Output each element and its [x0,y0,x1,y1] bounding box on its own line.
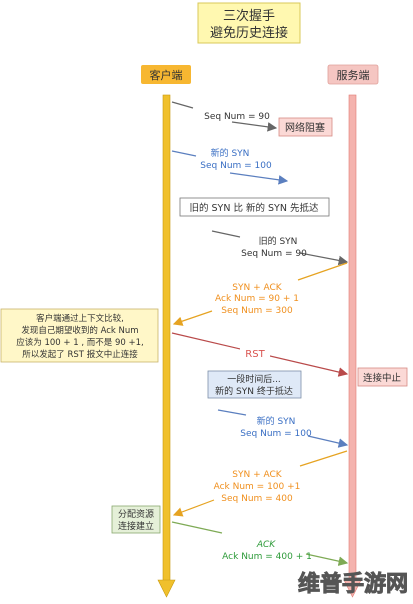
message-label: 新的 SYN [211,147,250,159]
message-label: Ack Num = 90 + 1 [215,294,299,304]
message-label: ACK [256,540,276,550]
message-label: Seq Num = 100 [240,429,312,439]
client-label-text: 客户端 [150,68,183,82]
message-label: Seq Num = 300 [221,306,293,316]
message-seq-90-blocked: Seq Num = 90 [171,101,278,132]
allocate-line-1: 分配资源 [118,509,154,520]
abort-connection-note: 连接中止 [357,367,408,387]
message-label: RST [245,349,265,360]
message-syn-ack-91: SYN + ACK Ack Num = 90 + 1 Seq Num = 300 [172,262,348,326]
message-label: SYN + ACK [232,470,282,480]
later-line-2: 新的 SYN 终于抵达 [215,385,293,397]
message-rst: RST [171,332,349,377]
client-label: 客户端 [141,65,191,84]
server-label-text: 服务端 [337,69,370,82]
title-box: 三次握手 避免历史连接 [197,2,301,44]
message-label: Ack Num = 400 + 1 [222,552,312,562]
message-label: Seq Num = 400 [221,494,293,504]
network-blocked-note: 网络阻塞 [278,117,333,137]
later-line-1: 一段时间后... [227,373,281,385]
server-lifeline [343,94,362,598]
message-old-syn-90: 旧的 SYN Seq Num = 90 [211,230,349,266]
abort-connection-text: 连接中止 [363,372,402,384]
message-new-syn-100-arrives: 新的 SYN Seq Num = 100 [217,409,349,448]
message-label: 旧的 SYN [259,235,298,247]
allocate-line-2: 连接建立 [118,520,154,532]
message-label: SYN + ACK [232,283,282,293]
message-label: Ack Num = 100 +1 [214,482,301,492]
client-context-line-1: 客户端通过上下文比较, [36,313,124,324]
title-line-1: 三次握手 [223,8,275,24]
message-ack-401: ACK Ack Num = 400 + 1 [171,521,349,566]
message-syn-ack-101: SYN + ACK Ack Num = 100 +1 Seq Num = 400 [172,450,348,517]
server-label: 服务端 [327,64,379,85]
message-new-syn-100: 新的 SYN Seq Num = 100 [171,147,289,185]
old-syn-first-text: 旧的 SYN 比 新的 SYN 先抵达 [190,202,319,214]
client-context-line-2: 发现自己期望收到的 Ack Num [21,325,138,336]
message-label: 新的 SYN [257,415,296,427]
title-line-2: 避免历史连接 [210,25,288,41]
allocate-note: 分配资源 连接建立 [111,505,161,534]
message-label: Seq Num = 90 [204,112,270,122]
network-blocked-text: 网络阻塞 [285,121,325,134]
client-context-note: 客户端通过上下文比较, 发现自己期望收到的 Ack Num 应该为 100 + … [0,308,159,363]
client-context-line-4: 所以发起了 RST 报文中止连接 [22,349,138,360]
old-syn-first-note: 旧的 SYN 比 新的 SYN 先抵达 [179,197,330,217]
client-lifeline [157,94,176,598]
client-context-line-3: 应该为 100 + 1 , 而不是 90 +1, [16,337,143,348]
later-note: 一段时间后... 新的 SYN 终于抵达 [207,370,302,399]
message-label: Seq Num = 100 [200,161,272,171]
message-label: Seq Num = 90 [241,249,307,259]
watermark: 维普手游网 [298,571,408,597]
